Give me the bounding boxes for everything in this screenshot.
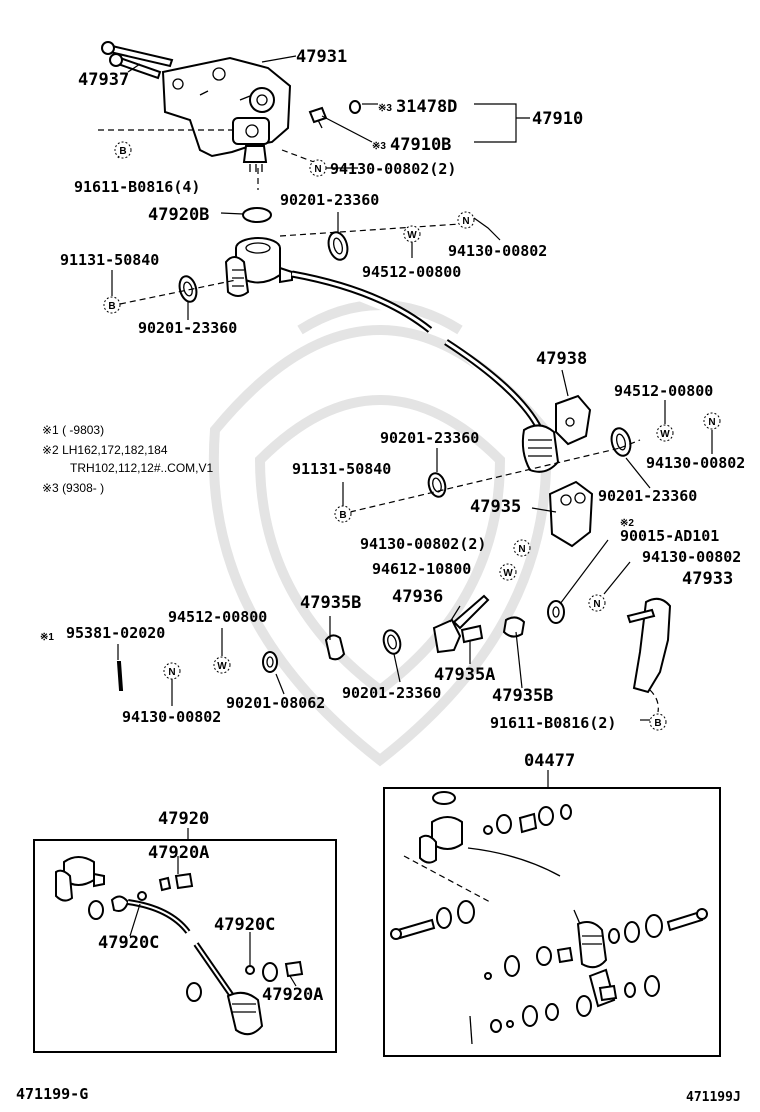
- label-90201-08062: 90201-08062: [226, 694, 325, 712]
- svg-text:N: N: [314, 164, 321, 175]
- small-parts-row: [116, 594, 565, 691]
- label-47935A: 47935A: [434, 665, 495, 685]
- footer-code-right: 471199J: [686, 1090, 741, 1105]
- label-94130-00802: 94130-00802: [122, 708, 221, 726]
- label-94512-00800: 94512-00800: [614, 382, 713, 400]
- mark-2: ※2: [620, 518, 634, 529]
- mounting-bolts: [101, 41, 174, 80]
- label-91131-50840: 91131-50840: [60, 251, 159, 269]
- clip-n-marker: N: [163, 662, 181, 680]
- inset-47920: [33, 839, 337, 1053]
- note-2-cont: TRH102,112,12#..COM,V1: [70, 461, 214, 475]
- mark-1: ※1: [40, 632, 54, 643]
- release-fork: [626, 597, 672, 713]
- svg-text:W: W: [217, 661, 227, 672]
- label-90201-23360: 90201-23360: [342, 684, 441, 702]
- hose-bracket: [555, 394, 592, 446]
- label-91611-B0816-4: 91611-B0816(4): [74, 178, 200, 196]
- label-47920B: 47920B: [148, 205, 209, 225]
- svg-text:N: N: [462, 216, 469, 227]
- gaskets: [178, 231, 632, 498]
- label-94130-00802: 94130-00802: [642, 548, 741, 566]
- note-2: ※2 LH162,172,182,184: [42, 443, 168, 457]
- mark-3: ※3: [378, 103, 392, 114]
- clip-n-marker: N: [513, 539, 531, 557]
- label-31478D: 31478D: [396, 97, 457, 117]
- label-94512-00800: 94512-00800: [168, 608, 267, 626]
- svg-text:W: W: [407, 230, 417, 241]
- label-47935B: 47935B: [300, 593, 361, 613]
- clip-n-marker: N: [588, 594, 606, 612]
- label-47935B: 47935B: [492, 686, 553, 706]
- label-47920A: 47920A: [148, 843, 209, 863]
- svg-text:N: N: [708, 417, 715, 428]
- clutch-line-hose: [291, 270, 560, 473]
- label-47931: 47931: [296, 47, 347, 67]
- reservoir-cap: [242, 207, 272, 223]
- clip-b-marker: B: [334, 505, 352, 523]
- mark-3: ※3: [372, 141, 386, 152]
- svg-text:N: N: [518, 544, 525, 555]
- clip-w-marker: W: [213, 656, 231, 674]
- label-91611-B0816-2: 91611-B0816(2): [490, 714, 616, 732]
- label-47920A: 47920A: [262, 985, 323, 1005]
- clip-w-marker: W: [656, 424, 674, 442]
- label-47910B: 47910B: [390, 135, 451, 155]
- svg-text:B: B: [119, 146, 126, 157]
- master-cylinder: [161, 56, 292, 190]
- label-94130-00802: 94130-00802: [448, 242, 547, 260]
- label-94130-00802: 94130-00802: [646, 454, 745, 472]
- label-47920C: 47920C: [214, 915, 275, 935]
- clip-n-marker: N: [309, 159, 327, 177]
- label-94512-00800: 94512-00800: [362, 263, 461, 281]
- fluid-reservoir: [224, 237, 293, 297]
- release-cylinder: [548, 480, 594, 548]
- part-number-labels: 47931 47937 ※3 31478D 47910 ※3 47910B 94…: [16, 47, 745, 1105]
- label-47935: 47935: [470, 497, 521, 517]
- label-95381-02020: 95381-02020: [66, 624, 165, 642]
- inset-04477: [383, 787, 721, 1057]
- svg-text:B: B: [339, 510, 346, 521]
- clip-n-marker: N: [457, 211, 475, 229]
- clip-b-marker: B: [103, 296, 121, 314]
- leader-lines: [111, 55, 713, 987]
- svg-text:B: B: [108, 301, 115, 312]
- label-47938: 47938: [536, 349, 587, 369]
- label-90201-23360: 90201-23360: [380, 429, 479, 447]
- label-47920: 47920: [158, 809, 209, 829]
- svg-text:N: N: [168, 667, 175, 678]
- label-47936: 47936: [392, 587, 443, 607]
- clip-markers: B N W N B W N B N W N W N B: [103, 141, 721, 731]
- reservoir-fittings: [308, 100, 361, 129]
- footer-code-left: 471199-G: [16, 1085, 88, 1103]
- clip-w-marker: W: [499, 563, 517, 581]
- label-47937: 47937: [78, 70, 129, 90]
- label-94612-10800: 94612-10800: [372, 560, 471, 578]
- clip-b-marker: B: [649, 713, 667, 731]
- label-47910: 47910: [532, 109, 583, 129]
- label-91131-50840: 91131-50840: [292, 460, 391, 478]
- note-3: ※3 (9308- ): [42, 481, 104, 495]
- clip-n-marker: N: [703, 412, 721, 430]
- svg-text:N: N: [593, 599, 600, 610]
- svg-text:B: B: [654, 718, 661, 729]
- label-90201-23360: 90201-23360: [598, 487, 697, 505]
- label-90201-23360: 90201-23360: [280, 191, 379, 209]
- svg-text:W: W: [660, 429, 670, 440]
- clip-w-marker: W: [403, 225, 421, 243]
- svg-text:W: W: [503, 568, 513, 579]
- note-1: ※1 ( -9803): [42, 423, 104, 437]
- label-94130-00802-2: 94130-00802(2): [360, 535, 486, 553]
- label-04477: 04477: [524, 751, 575, 771]
- label-90015-AD101: 90015-AD101: [620, 527, 719, 545]
- label-47933: 47933: [682, 569, 733, 589]
- label-90201-23360: 90201-23360: [138, 319, 237, 337]
- label-94130-00802-2: 94130-00802(2): [330, 160, 456, 178]
- label-47920C: 47920C: [98, 933, 159, 953]
- clip-b-marker: B: [114, 141, 132, 159]
